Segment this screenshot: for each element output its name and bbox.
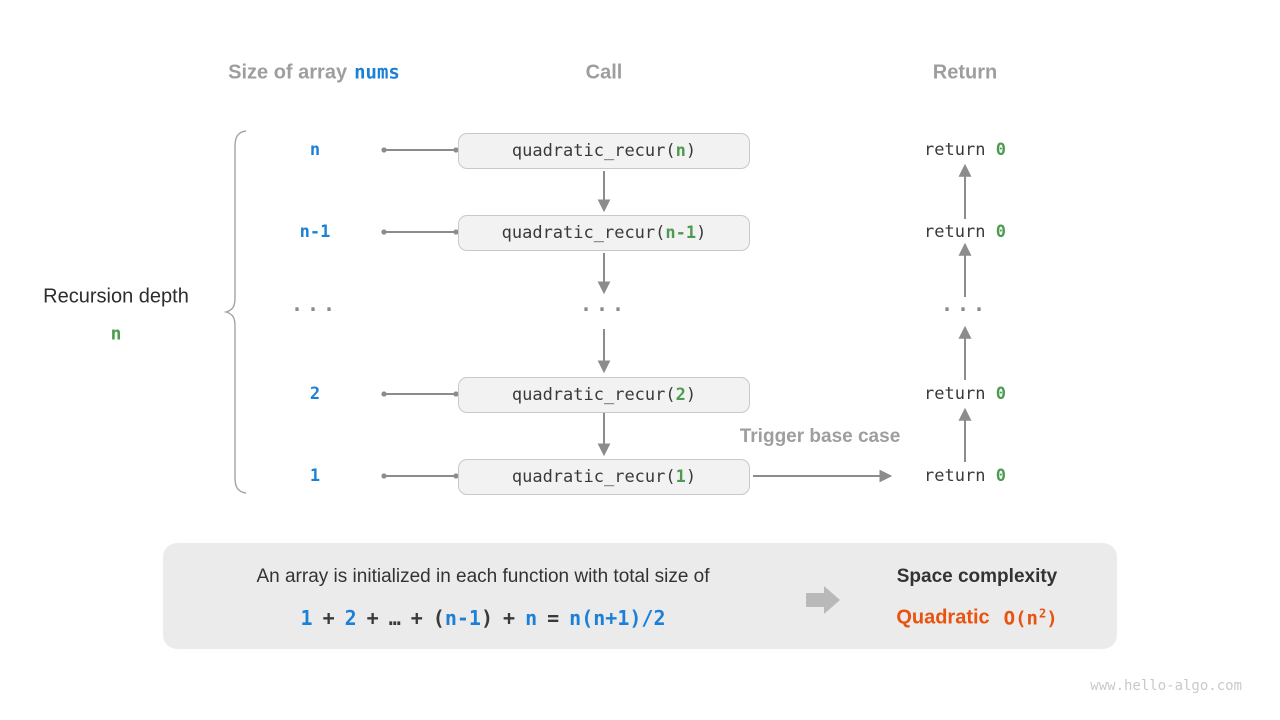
eq-term: 2 bbox=[344, 606, 357, 630]
watermark: www.hello-algo.com bbox=[1090, 678, 1242, 694]
summary-text: An array is initialized in each function… bbox=[256, 566, 710, 587]
summary-panel bbox=[163, 543, 1117, 649]
eq-open-paren: ( bbox=[432, 606, 445, 630]
call-close-paren: ) bbox=[685, 141, 697, 161]
call-fn: quadratic_recur( bbox=[501, 223, 666, 243]
call-box-n: quadratic_recur(n) bbox=[458, 133, 750, 169]
eq-equals: = bbox=[547, 606, 560, 630]
big-o-exponent: 2 bbox=[1039, 606, 1047, 620]
eq-operator: + bbox=[503, 606, 516, 630]
return-value: 0 bbox=[995, 222, 1006, 242]
header-size-code: nums bbox=[354, 61, 400, 84]
return-statement-n: return 0 bbox=[924, 140, 1006, 160]
return-keyword: return bbox=[924, 140, 996, 160]
return-statement-2: return 0 bbox=[924, 384, 1006, 404]
return-keyword: return bbox=[924, 222, 996, 242]
call-close-paren: ) bbox=[685, 385, 697, 405]
size-label-n1: n-1 bbox=[299, 222, 331, 242]
call-fn: quadratic_recur( bbox=[511, 467, 676, 487]
return-keyword: return bbox=[924, 466, 996, 486]
call-arg: 1 bbox=[675, 467, 686, 487]
call-box-n1: quadratic_recur(n-1) bbox=[458, 215, 750, 251]
call-fn: quadratic_recur( bbox=[511, 141, 676, 161]
eq-term-group: (n-1) bbox=[433, 606, 493, 630]
recursion-depth-value: n bbox=[110, 323, 122, 345]
size-label-1: 1 bbox=[309, 466, 321, 486]
return-value: 0 bbox=[995, 140, 1006, 160]
return-value: 0 bbox=[995, 384, 1006, 404]
complexity-name: Quadratic bbox=[896, 606, 990, 629]
header-call: Call bbox=[585, 61, 623, 84]
size-ellipsis: ... bbox=[290, 292, 340, 316]
return-keyword: return bbox=[924, 384, 996, 404]
trigger-base-case-label: Trigger base case bbox=[739, 426, 901, 447]
call-close-paren: ) bbox=[696, 223, 707, 243]
eq-term: n bbox=[525, 606, 538, 630]
call-arg: n bbox=[675, 141, 686, 161]
call-fn: quadratic_recur( bbox=[511, 385, 676, 405]
eq-term: n-1 bbox=[444, 606, 481, 630]
call-ellipsis: ... bbox=[579, 292, 629, 316]
call-box-1: quadratic_recur(1) bbox=[458, 459, 750, 495]
return-value: 0 bbox=[995, 466, 1006, 486]
size-connectors bbox=[381, 147, 459, 479]
eq-term: 1 bbox=[300, 606, 313, 630]
call-box-2: quadratic_recur(2) bbox=[458, 377, 750, 413]
eq-result: n(n+1)/2 bbox=[569, 606, 666, 630]
call-arg: 2 bbox=[675, 385, 686, 405]
header-size-text: Size of array bbox=[228, 61, 348, 84]
eq-close-paren: ) bbox=[480, 606, 494, 630]
eq-operator: + bbox=[366, 606, 379, 630]
space-complexity-title: Space complexity bbox=[896, 566, 1058, 587]
call-arg: n-1 bbox=[665, 223, 697, 243]
eq-operator: + bbox=[410, 606, 423, 630]
big-o-prefix: O(n bbox=[1003, 607, 1038, 629]
size-label-2: 2 bbox=[309, 384, 321, 404]
summary-equation: 1 + 2 + … + (n-1) + n = n(n+1)/2 bbox=[296, 606, 671, 630]
return-statement-n1: return 0 bbox=[924, 222, 1006, 242]
recursion-depth-label: Recursion depth bbox=[43, 285, 189, 308]
eq-ellipsis: … bbox=[388, 606, 401, 630]
recursion-depth-brace bbox=[223, 130, 247, 494]
header-return: Return bbox=[932, 61, 998, 84]
return-statement-1: return 0 bbox=[924, 466, 1006, 486]
return-ellipsis: ... bbox=[940, 292, 990, 316]
header-size: Size of array nums bbox=[228, 62, 400, 85]
eq-operator: + bbox=[322, 606, 335, 630]
call-close-paren: ) bbox=[685, 467, 697, 487]
big-o-suffix: ) bbox=[1046, 607, 1058, 629]
size-label-n: n bbox=[309, 140, 321, 160]
